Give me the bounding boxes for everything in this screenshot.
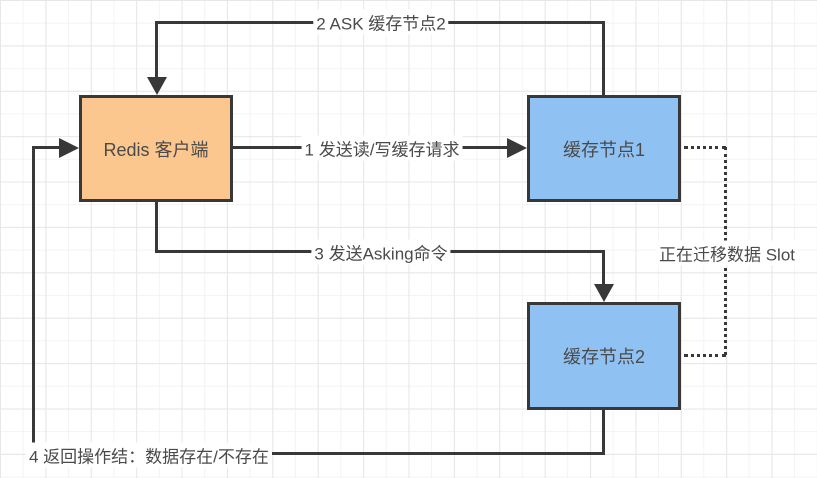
edge-step2-segment xyxy=(602,21,605,95)
edge-step3-segment xyxy=(602,250,605,286)
arrowhead-down-icon xyxy=(594,284,614,302)
node-cache-node-1: 缓存节点1 xyxy=(527,95,681,202)
edge-migrating-segment xyxy=(684,146,726,149)
edge-step4-segment xyxy=(33,146,61,149)
node-cache-node-2: 缓存节点2 xyxy=(527,302,681,410)
edge-label-step3: 3 发送Asking命令 xyxy=(311,239,451,265)
arrowhead-right-icon xyxy=(59,138,79,158)
arrowhead-right-icon xyxy=(507,138,527,158)
edge-label-step1: 1 发送读/写缓存请求 xyxy=(301,135,463,161)
edge-migrating-segment xyxy=(684,354,726,357)
edge-label-step2: 2 ASK 缓存节点2 xyxy=(313,9,449,35)
edge-step4-segment xyxy=(32,146,35,455)
node-redis-client-label: Redis 客户端 xyxy=(103,139,209,160)
edge-step4-segment xyxy=(602,410,605,455)
arrowhead-down-icon xyxy=(147,77,167,95)
node-cache-node-1-label: 缓存节点1 xyxy=(562,139,645,160)
edge-label-step4: 4 返回操作结：数据存在/不存在 xyxy=(26,442,272,468)
edge-step3-segment xyxy=(155,202,158,253)
node-cache-node-2-label: 缓存节点2 xyxy=(562,347,645,367)
edge-step4-segment xyxy=(33,452,605,455)
node-redis-client: Redis 客户端 xyxy=(79,95,233,202)
edge-label-migrating-slot: 正在迁移数据 Slot xyxy=(655,240,799,266)
edge-step2-segment xyxy=(155,21,158,79)
